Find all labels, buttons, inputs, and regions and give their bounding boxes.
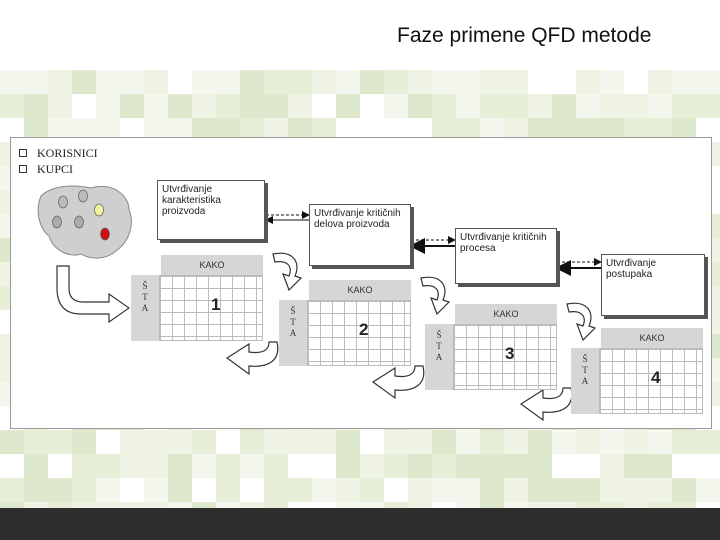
list-item-label: KUPCI [37, 162, 74, 176]
matrix-header: KAKO [309, 280, 411, 300]
matrix-side-label: Š T A [571, 348, 599, 414]
curved-arrow-icon [272, 252, 303, 292]
customer-dot [94, 203, 104, 217]
customer-dot [52, 215, 62, 229]
matrix-grid [453, 324, 557, 390]
qfd-diagram: KORISNICI KUPCI [10, 137, 712, 429]
matrix-grid [159, 275, 263, 341]
customer-dot [100, 227, 110, 241]
customer-dot [74, 215, 84, 229]
matrix-side-label: Š T A [279, 300, 307, 366]
curved-arrow-icon [371, 365, 425, 400]
phase-box: Utvrđivanje kritičnih delova proizvoda [309, 204, 411, 266]
matrix-grid [307, 300, 411, 366]
phase-box: Utvrđivanje postupaka [601, 254, 705, 316]
flow-arrow-icon [56, 265, 131, 324]
customer-dot [78, 189, 88, 203]
matrix-header: KAKO [455, 304, 557, 324]
list-item-label: KORISNICI [37, 146, 98, 160]
matrix-number: 4 [651, 368, 661, 387]
matrix-number: 2 [359, 320, 369, 339]
curved-arrow-icon [420, 276, 451, 316]
slide-title: Faze primene QFD metode [397, 24, 652, 47]
curved-arrow-icon [225, 341, 279, 376]
diagram-connectors [37, 185, 602, 422]
matrix-header: KAKO [601, 328, 703, 348]
stakeholder-list: KORISNICI KUPCI [19, 145, 98, 177]
matrix-grid [599, 348, 703, 414]
footer-bar [0, 508, 720, 540]
list-item: KUPCI [19, 161, 98, 177]
matrix-number: 3 [505, 344, 515, 363]
curved-arrow-icon [519, 387, 573, 422]
phase-box: Utvrđivanje kritičnih procesa [455, 228, 557, 284]
matrix-header: KAKO [161, 255, 263, 275]
customer-dots [52, 189, 110, 241]
bullet-icon [19, 165, 27, 173]
bullet-icon [19, 149, 27, 157]
matrix-number: 1 [211, 295, 221, 314]
matrix-side-label: Š T A [131, 275, 159, 341]
curved-arrow-icon [566, 302, 597, 342]
list-item: KORISNICI [19, 145, 98, 161]
customer-dot [58, 195, 68, 209]
phase-box: Utvrđivanje karakteristika proizvoda [157, 180, 265, 240]
matrix-side-label: Š T A [425, 324, 453, 390]
